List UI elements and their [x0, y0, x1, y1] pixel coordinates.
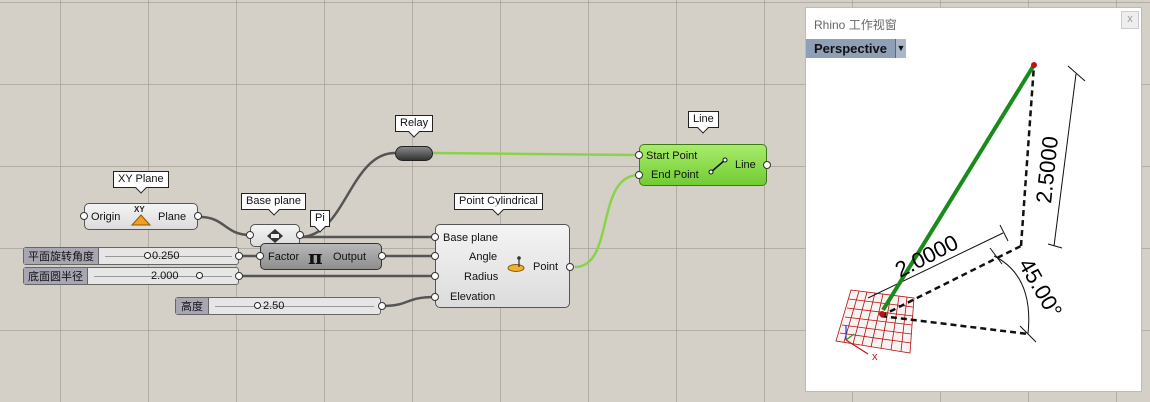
- slider-height-track[interactable]: 2.50: [209, 298, 380, 314]
- pi-component[interactable]: Factor π Output: [260, 243, 382, 270]
- slider-height-value: 2.50: [263, 300, 285, 312]
- slider-rotation-angle-value: 0.250: [152, 250, 180, 262]
- pc-input-base-plane: Base plane: [443, 232, 499, 244]
- line-component[interactable]: Start Point End Point Line: [639, 144, 767, 186]
- pi-icon: π: [308, 245, 323, 269]
- slider-base-radius-name: 底面圆半径: [24, 268, 88, 284]
- line-start-point: [879, 311, 885, 317]
- relay-component[interactable]: [395, 146, 433, 161]
- slider-height-knob[interactable]: [254, 302, 261, 309]
- base-plane-input-port[interactable]: [246, 231, 254, 239]
- slider-base-radius-knob[interactable]: [196, 272, 203, 279]
- dim-angle-text: 45.00°: [1014, 254, 1068, 322]
- base-plane-output-port[interactable]: [296, 231, 304, 239]
- wire-pc-to-line: [574, 173, 640, 269]
- line-port-end[interactable]: [635, 171, 643, 179]
- plane-param-icon: [267, 229, 283, 243]
- pi-output-port[interactable]: [378, 252, 386, 260]
- slider-base-radius-value: 2.000: [151, 270, 179, 282]
- pc-port-elevation[interactable]: [431, 293, 439, 301]
- viewport-dropdown-icon[interactable]: ▼: [895, 39, 906, 58]
- xy-plane-output-port[interactable]: [194, 212, 202, 220]
- pc-input-elevation: Elevation: [450, 291, 496, 303]
- pc-input-angle: Angle: [469, 251, 498, 263]
- result-line: [881, 63, 1036, 312]
- x-axis-line: [845, 339, 869, 355]
- xy-plane-icon: [131, 214, 151, 226]
- x-axis-label: x: [872, 351, 878, 363]
- xy-plane-input-port[interactable]: [80, 212, 88, 220]
- line-end-point: [1031, 62, 1037, 68]
- pc-output-point: Point: [533, 261, 559, 273]
- tag-point-cylindrical: Point Cylindrical: [454, 193, 543, 210]
- wire-plane-to-base: [199, 215, 251, 237]
- pi-output-label: Output: [333, 251, 367, 263]
- slider-rotation-output-port[interactable]: [235, 252, 243, 260]
- rhino-viewport-window[interactable]: Rhino 工作视窗 x Perspective ▼ x: [805, 7, 1142, 392]
- line-input-start: Start Point: [646, 150, 698, 162]
- pc-input-radius: Radius: [464, 271, 499, 283]
- viewport-perspective-tab[interactable]: Perspective ▼: [806, 39, 906, 58]
- slider-height-name: 高度: [176, 298, 209, 314]
- tag-line: Line: [688, 111, 719, 128]
- line-output-label: Line: [735, 159, 756, 171]
- viewport-tab-label: Perspective: [814, 41, 887, 56]
- tag-xy-plane: XY Plane: [113, 171, 169, 188]
- pi-input-port[interactable]: [256, 252, 264, 260]
- viewport-window-title: Rhino 工作视窗: [814, 18, 897, 32]
- slider-height-output-port[interactable]: [378, 302, 386, 310]
- point-cylindrical-component[interactable]: Base plane Angle Radius Elevation Point: [435, 224, 570, 308]
- pc-port-base-plane[interactable]: [431, 233, 439, 241]
- line-port-output[interactable]: [763, 161, 771, 169]
- slider-rotation-angle-knob[interactable]: [144, 252, 151, 259]
- construction-grid: [835, 289, 915, 354]
- slider-rotation-angle-track[interactable]: 0.250: [99, 248, 238, 264]
- line-icon: [708, 157, 728, 175]
- pi-factor-label: Factor: [268, 251, 300, 263]
- xy-plane-origin-label: Origin: [91, 211, 121, 223]
- slider-base-radius[interactable]: 底面圆半径 2.000: [23, 267, 239, 285]
- slider-base-radius-track[interactable]: 2.000: [88, 268, 238, 284]
- cylindrical-point-icon: [507, 256, 525, 272]
- tag-relay: Relay: [395, 115, 434, 132]
- xy-plane-component[interactable]: Origin XY Plane: [84, 203, 198, 230]
- dim-height-text: 2.5000: [1031, 135, 1063, 205]
- viewport-scene[interactable]: x 2.5000 2.0000 45.00°: [806, 8, 1141, 391]
- viewport-close-button[interactable]: x: [1121, 11, 1139, 29]
- tag-base-plane: Base plane: [241, 193, 307, 210]
- slider-height[interactable]: 高度 2.50: [175, 297, 381, 315]
- line-port-start[interactable]: [635, 151, 643, 159]
- xy-plane-icon-text: XY: [134, 205, 145, 214]
- pc-port-angle[interactable]: [431, 252, 439, 260]
- tag-pi: Pi: [310, 210, 330, 227]
- wire-relay-to-line: [432, 151, 640, 157]
- wire-slider3-to-pc: [381, 295, 436, 308]
- pc-port-radius[interactable]: [431, 272, 439, 280]
- dimension-lines: [867, 65, 1086, 343]
- pc-port-point-output[interactable]: [566, 263, 574, 271]
- slider-radius-output-port[interactable]: [235, 272, 243, 280]
- line-input-end: End Point: [651, 169, 699, 181]
- y-axis-line: [845, 333, 855, 341]
- slider-rotation-angle-name: 平面旋转角度: [24, 248, 99, 264]
- xy-plane-plane-label: Plane: [158, 211, 187, 223]
- slider-rotation-angle[interactable]: 平面旋转角度 0.250: [23, 247, 239, 265]
